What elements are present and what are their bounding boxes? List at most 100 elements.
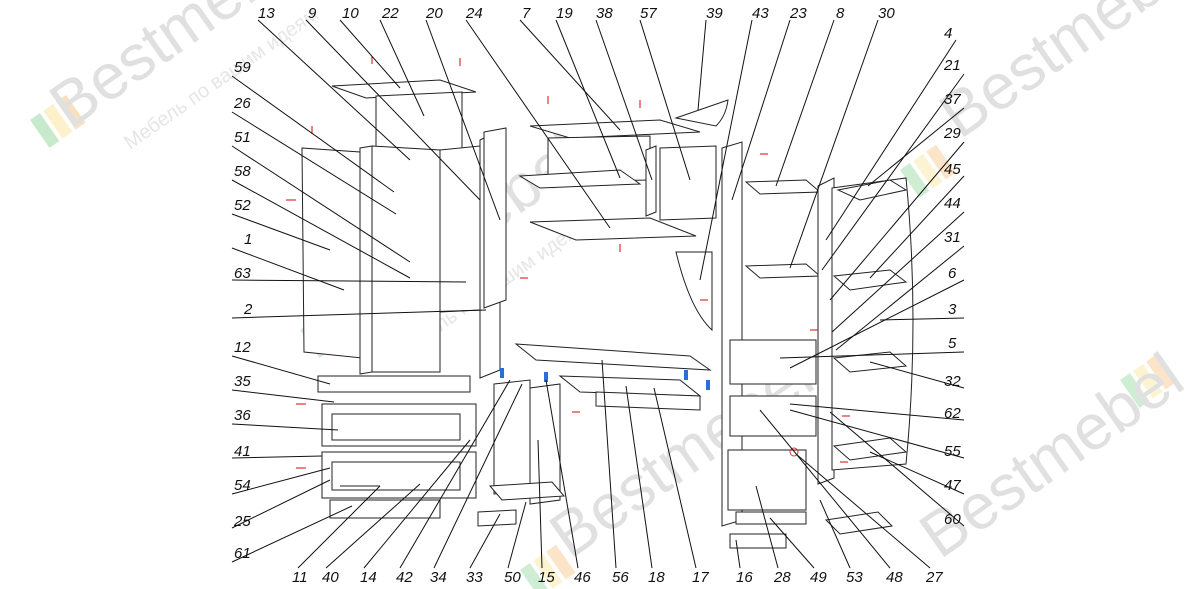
callout-top: 10	[342, 5, 359, 22]
watermark-logo-mark	[520, 544, 576, 589]
callout-bottom: 15	[538, 569, 555, 586]
console-side-42	[493, 379, 531, 495]
leader-27	[795, 453, 931, 569]
curved-shelf-39	[674, 99, 729, 127]
callout-right: 32	[944, 373, 961, 390]
callout-left: 12	[234, 339, 251, 356]
leader-1	[231, 247, 345, 291]
left-wardrobe	[301, 79, 507, 519]
callout-top: 9	[308, 5, 317, 22]
callout-top: 20	[425, 5, 443, 22]
leader-46	[545, 379, 579, 569]
callout-bottom: 14	[360, 569, 377, 586]
loose-shelf-53	[824, 511, 894, 535]
callout-left: 54	[234, 477, 251, 494]
leader-29	[829, 141, 965, 301]
leader-36	[231, 423, 339, 431]
callout-right: 44	[944, 195, 961, 212]
watermark-logo-mark	[900, 144, 956, 198]
callout-right: 60	[944, 511, 961, 528]
logo-orange-stripe	[926, 144, 956, 180]
callout-bottom: 28	[773, 569, 791, 586]
leader-53	[819, 499, 851, 569]
callout-labels: 13 9 10 22 20 24 7 19 38 57 39 43 23 8 3…	[233, 5, 961, 586]
watermark-group: Bestmebel Мебель по вашим идеям Bestmebe…	[29, 0, 1200, 589]
leader-16	[735, 539, 741, 569]
door-28	[727, 449, 807, 511]
logo-yellow-stripe	[43, 103, 73, 139]
leader-25	[231, 479, 331, 529]
logo-green-stripe	[900, 163, 930, 198]
callout-bottom: 16	[736, 569, 753, 586]
leader-24	[465, 19, 611, 229]
top-shelf-7	[529, 119, 701, 139]
leader-35	[231, 389, 335, 403]
callout-right: 37	[944, 91, 961, 108]
curved-side-3	[831, 177, 914, 471]
callout-bottom: 53	[846, 569, 863, 586]
bluemark-2	[544, 372, 548, 382]
leader-11	[297, 485, 381, 569]
callout-top: 38	[596, 5, 613, 22]
leader-33	[469, 513, 501, 569]
leader-34	[433, 383, 523, 569]
leader-4	[825, 39, 957, 241]
leader-55	[789, 409, 965, 459]
leader-49	[769, 517, 815, 569]
callout-top: 19	[556, 5, 573, 22]
fitting-27	[789, 447, 799, 457]
fitting-marks	[286, 56, 850, 469]
leader-6	[789, 279, 965, 369]
callout-bottom: 34	[430, 569, 447, 586]
callout-right: 5	[948, 335, 957, 352]
leader-44	[831, 211, 965, 333]
leader-59	[231, 75, 395, 193]
callout-left: 63	[234, 265, 251, 282]
leader-58	[231, 179, 411, 279]
leader-10	[339, 19, 401, 89]
leader-56	[601, 359, 617, 569]
leader-13	[257, 19, 411, 161]
callout-right: 3	[948, 301, 957, 318]
callout-bottom: 33	[466, 569, 483, 586]
corner-shelf-47	[832, 437, 908, 461]
callout-right: 55	[944, 443, 961, 460]
callout-top: 57	[640, 5, 657, 22]
mirror-door-63	[439, 145, 481, 313]
callout-left: 35	[234, 373, 251, 390]
callout-bottom: 11	[292, 569, 308, 586]
callout-bottom: 42	[396, 569, 413, 586]
leader-9	[305, 19, 481, 201]
callout-top: 7	[522, 5, 531, 22]
callout-bottom: 48	[886, 569, 903, 586]
callout-left: 58	[234, 163, 251, 180]
leader-22	[379, 19, 425, 117]
leader-lines	[231, 19, 965, 569]
curved-shelf-43	[675, 251, 713, 332]
leader-61	[231, 505, 353, 563]
callout-left: 26	[233, 95, 251, 112]
furniture-drawing	[286, 56, 914, 549]
callout-top: 23	[789, 5, 807, 22]
logo-yellow-stripe	[533, 553, 563, 589]
console-back-18	[595, 391, 701, 411]
callout-bottom: 40	[322, 569, 339, 586]
right-cabinet	[675, 141, 835, 549]
leader-3	[879, 317, 965, 321]
callout-left: 51	[234, 129, 251, 146]
logo-orange-stripe	[56, 94, 86, 130]
leader-57	[639, 19, 691, 181]
left-door-52	[301, 147, 363, 359]
leader-43	[699, 19, 753, 281]
bluemark-1	[500, 368, 504, 378]
callout-bottom: 46	[574, 569, 591, 586]
callout-left: 2	[243, 301, 253, 318]
shelf-12	[317, 375, 471, 393]
side-panel-9	[483, 127, 507, 309]
leader-23	[731, 19, 791, 201]
leader-8	[775, 19, 835, 187]
corner-shelf-45	[832, 269, 908, 291]
leader-62	[789, 403, 965, 421]
callout-top: 43	[752, 5, 769, 22]
plinth-49	[735, 511, 807, 525]
